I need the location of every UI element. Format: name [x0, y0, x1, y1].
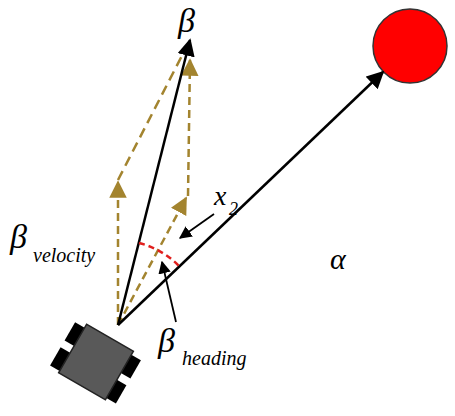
robot-body	[59, 324, 134, 399]
subscript: 2	[229, 200, 238, 218]
leader-arrow	[162, 262, 176, 322]
vector-symbol: β	[10, 220, 27, 254]
parallelogram-line	[118, 44, 188, 180]
leader-arrow	[180, 214, 214, 238]
alpha-vector	[118, 72, 383, 325]
vector-symbol: β	[158, 324, 175, 358]
parallelogram-line	[188, 60, 190, 196]
heading-vector	[118, 198, 186, 325]
velocity-vector	[117, 182, 120, 325]
vector-symbol: α	[330, 244, 346, 274]
vector-symbol: β	[178, 4, 195, 38]
target-circle	[373, 9, 447, 83]
state-symbol: x	[214, 182, 226, 210]
subscript: velocity	[33, 245, 95, 265]
robot	[49, 319, 143, 405]
subscript: heading	[182, 348, 246, 368]
beta-vector	[118, 40, 190, 325]
angle-arc	[139, 243, 179, 266]
